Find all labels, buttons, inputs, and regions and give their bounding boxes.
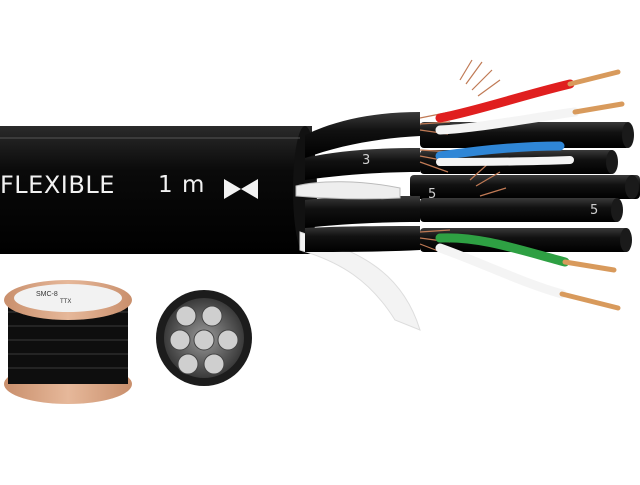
- cable-print-type: FLEXIBLE: [0, 171, 115, 199]
- bowtie-logo: [224, 179, 258, 199]
- cable-spool: SMC-8 TTX: [4, 280, 132, 404]
- conductors: [435, 69, 625, 311]
- cable-print-length: 1 m: [158, 172, 206, 198]
- spool-code: TTX: [60, 299, 71, 305]
- core-mark-1: 3: [362, 153, 370, 168]
- core-mark-2: 5: [428, 187, 436, 202]
- drain-braid: [295, 181, 401, 200]
- spool-brand: SMC-8: [36, 291, 58, 298]
- core-mark-3: 5: [590, 203, 598, 218]
- cable-cross-section: [156, 290, 252, 386]
- core-marks: 3 5 5: [362, 153, 598, 218]
